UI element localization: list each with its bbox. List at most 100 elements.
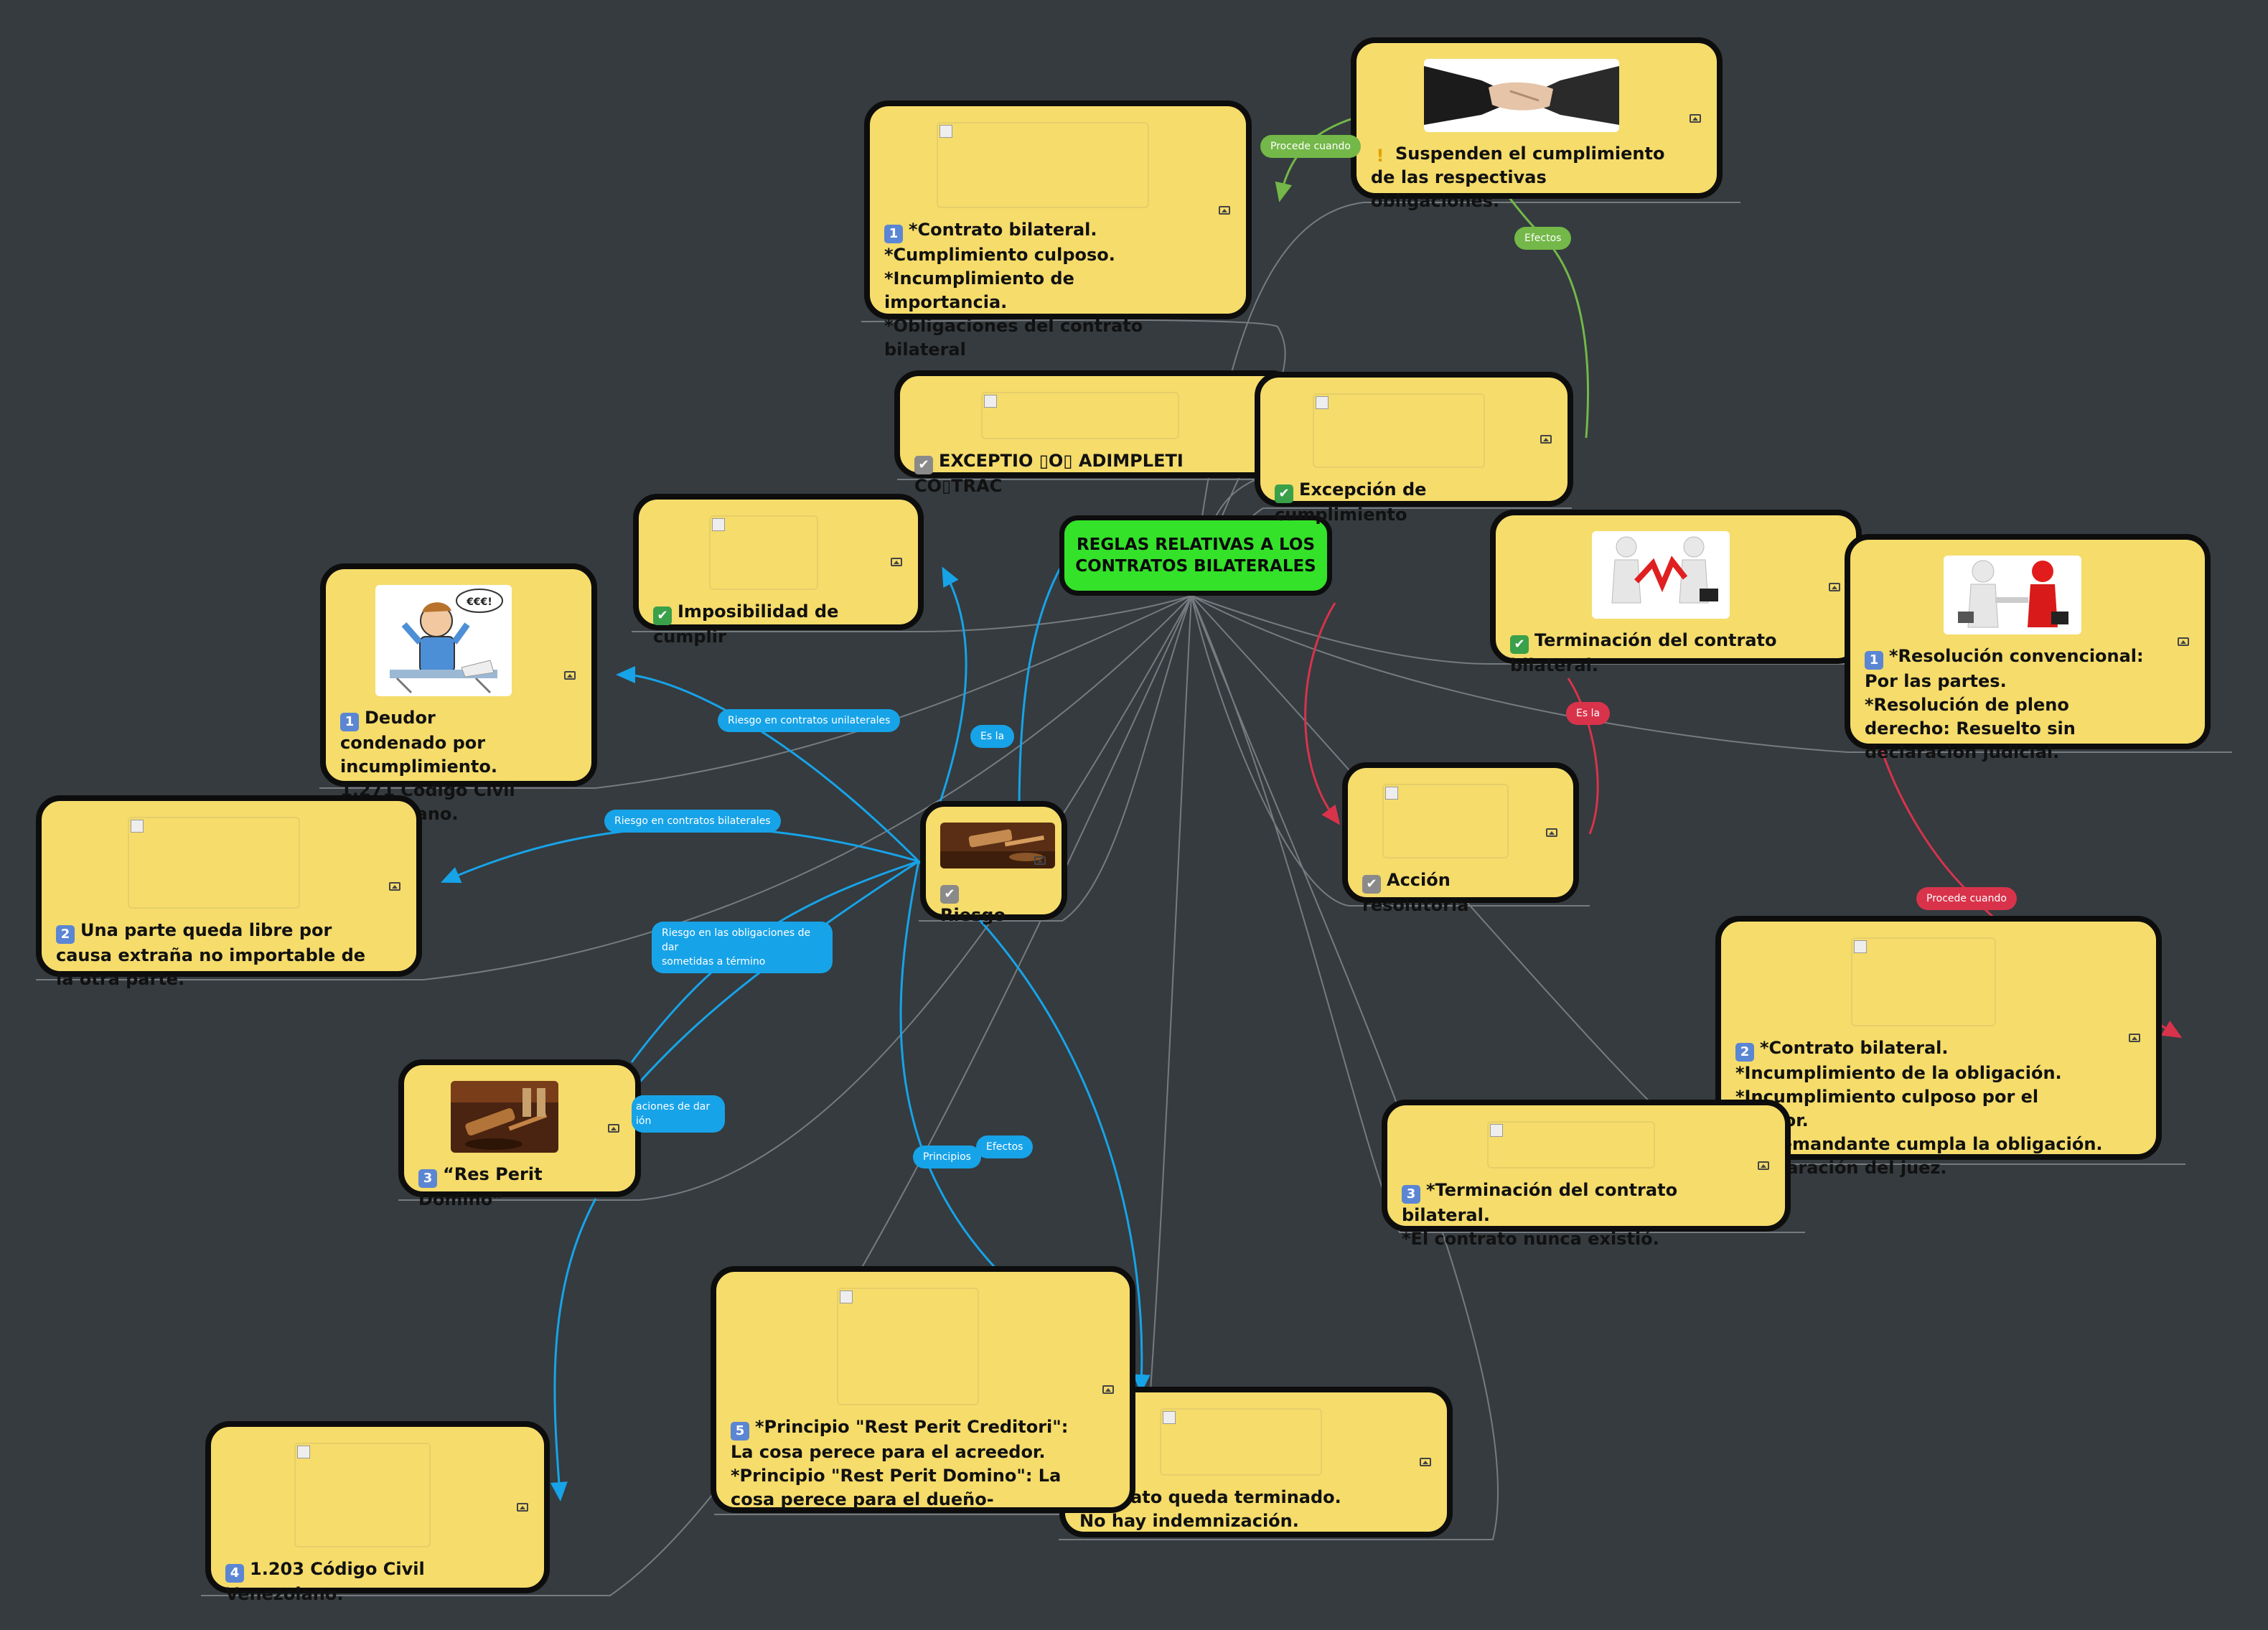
node-terminacion-3[interactable]: 3*Terminación del contrato bilateral. *E…: [1382, 1100, 1791, 1249]
link-central-accion: [1191, 595, 1590, 907]
node-text: *Principio "Rest Perit Creditori": La co…: [731, 1417, 1069, 1509]
image-icon[interactable]: [389, 881, 400, 891]
link-red-esla: [1567, 678, 1599, 835]
link-green-efectos: [1499, 185, 1589, 439]
image-icon[interactable]: [1034, 856, 1046, 865]
node-imposibilidad[interactable]: ✔Imposibilidad de cumplir: [633, 494, 924, 647]
image-icon[interactable]: [891, 558, 902, 566]
link-central-resolucion: [1191, 595, 2232, 753]
image-icon[interactable]: [1829, 582, 1840, 591]
image-icon[interactable]: [1102, 1385, 1114, 1394]
keycap-3-icon: 3: [1402, 1185, 1420, 1204]
image-icon[interactable]: [517, 1503, 528, 1512]
check-mark-icon: ✔: [1275, 484, 1293, 503]
image-icon[interactable]: [1690, 113, 1701, 123]
link-red-accion: [1304, 602, 1341, 825]
link-central-riesgo: [919, 595, 1192, 922]
image-placeholder: [937, 122, 1149, 208]
label-riesgo-unilaterales[interactable]: Riesgo en contratos unilaterales: [718, 709, 901, 732]
node-accion-resolutoria[interactable]: ✔Acción resolutoria: [1342, 762, 1579, 915]
handshake-image: [1424, 59, 1619, 132]
image-placeholder: [128, 817, 300, 909]
node-text: 1.203 Código Civil Venezolano.: [225, 1559, 425, 1604]
node-text: Riesgo: [940, 905, 1006, 925]
image-placeholder: [1160, 1408, 1322, 1476]
node-text: *Resolución convencional: Por las partes…: [1865, 646, 2144, 762]
node-text: “Res Perit Domino”: [418, 1164, 543, 1209]
node-riesgo[interactable]: ✔Riesgo: [920, 801, 1067, 925]
node-principio[interactable]: 5*Principio "Rest Perit Creditori": La c…: [711, 1266, 1135, 1513]
label-riesgo-termino[interactable]: Riesgo en las obligaciones de dar someti…: [652, 922, 833, 973]
link-central-1203: [201, 595, 1192, 1596]
label-procede-cuando-red[interactable]: Procede cuando: [1916, 887, 2017, 910]
label-efectos[interactable]: Efectos: [1514, 227, 1572, 250]
link-central-unaparte: [36, 595, 1192, 980]
warning-icon: !: [1376, 146, 1384, 166]
link-blue-resperit2: [630, 860, 919, 1092]
label-riesgo-bilaterales[interactable]: Riesgo en contratos bilaterales: [604, 810, 781, 833]
node-contrato-bilateral-1[interactable]: 1*Contrato bilateral. *Cumplimiento culp…: [864, 100, 1252, 360]
label-procede-cuando[interactable]: Procede cuando: [1260, 135, 1361, 158]
label-efectos-blue[interactable]: Efectos: [976, 1135, 1034, 1158]
link-blue-1203: [550, 1198, 597, 1502]
node-res-perit-domino[interactable]: 3“Res Perit Domino”: [398, 1059, 641, 1209]
label-es-la-red[interactable]: Es la: [1566, 702, 1611, 725]
link-blue-principio: [899, 861, 999, 1272]
image-icon[interactable]: [1758, 1161, 1769, 1170]
image-placeholder: [1487, 1121, 1655, 1168]
node-suspenden[interactable]: !Suspenden el cumplimiento de las respec…: [1351, 37, 1723, 211]
check-mark-icon: ✔: [653, 606, 672, 625]
keycap-5-icon: 5: [731, 1422, 749, 1441]
label-riesgo-condicion[interactable]: aciones de dar ión: [632, 1095, 725, 1133]
link-blue-central-riesgo: [1018, 566, 1062, 815]
image-icon[interactable]: [2129, 1034, 2140, 1042]
node-text: Imposibilidad de cumplir: [653, 601, 839, 647]
node-text: Deudor condenado por incumplimiento. 1.2…: [340, 708, 515, 824]
image-icon[interactable]: [1540, 435, 1552, 444]
label-es-la[interactable]: Es la: [970, 725, 1015, 748]
node-text: Excepción de cumplimiento: [1275, 479, 1427, 525]
central-topic[interactable]: REGLAS RELATIVAS A LOS CONTRATOS BILATER…: [1059, 515, 1332, 596]
image-icon[interactable]: [564, 670, 576, 680]
image-icon[interactable]: [1219, 205, 1230, 215]
link-central-terminacion: [1191, 595, 1859, 665]
gavel-court-image: [451, 1081, 558, 1153]
broken-link-figures-image: [1592, 531, 1730, 619]
node-text: *Terminación del contrato bilateral. *El…: [1402, 1180, 1678, 1249]
image-placeholder: [981, 392, 1179, 439]
keycap-2-icon: 2: [56, 925, 75, 944]
image-icon[interactable]: [2178, 637, 2189, 646]
keycap-2-icon: 2: [1735, 1043, 1754, 1062]
check-box-icon: ✔: [1362, 875, 1381, 894]
keycap-3-icon: 3: [418, 1169, 437, 1188]
image-placeholder: [1313, 393, 1485, 468]
node-text: Suspenden el cumplimiento de las respect…: [1371, 144, 1665, 211]
label-principios[interactable]: Principios: [913, 1146, 981, 1168]
keycap-4-icon: 4: [225, 1564, 244, 1583]
node-exceptio[interactable]: ✔EXCEPTIO ▯O▯ ADIMPLETI CO▯TRAC: [894, 370, 1296, 496]
node-terminacion[interactable]: ✔Terminación del contrato bilateral.: [1490, 510, 1862, 675]
svg-text:€€€!: €€€!: [466, 596, 492, 608]
link-blue-deudor: [616, 666, 920, 863]
keycap-1-icon: 1: [884, 225, 903, 243]
stressed-man-image: €€€!: [375, 585, 512, 696]
image-placeholder: [708, 515, 818, 590]
node-excepcion[interactable]: ✔Excepción de cumplimiento: [1255, 372, 1573, 525]
keycap-1-icon: 1: [1865, 651, 1883, 670]
check-box-icon: ✔: [914, 456, 933, 474]
image-icon[interactable]: [1546, 828, 1557, 837]
link-blue-unaparte: [440, 826, 919, 884]
node-resolucion[interactable]: 1*Resolución convencional: Por las parte…: [1845, 534, 2211, 762]
link-blue-terminado: [918, 860, 1151, 1394]
image-placeholder: [294, 1443, 431, 1547]
image-placeholder: [837, 1288, 979, 1405]
image-icon[interactable]: [1420, 1458, 1431, 1466]
handshake-figures-image: [1944, 556, 2081, 634]
link-central-resperit: [398, 595, 1192, 1201]
node-text: EXCEPTIO ▯O▯ ADIMPLETI CO▯TRAC: [914, 451, 1184, 496]
node-text: Acción resolutoria: [1362, 870, 1469, 915]
image-icon[interactable]: [608, 1124, 619, 1133]
